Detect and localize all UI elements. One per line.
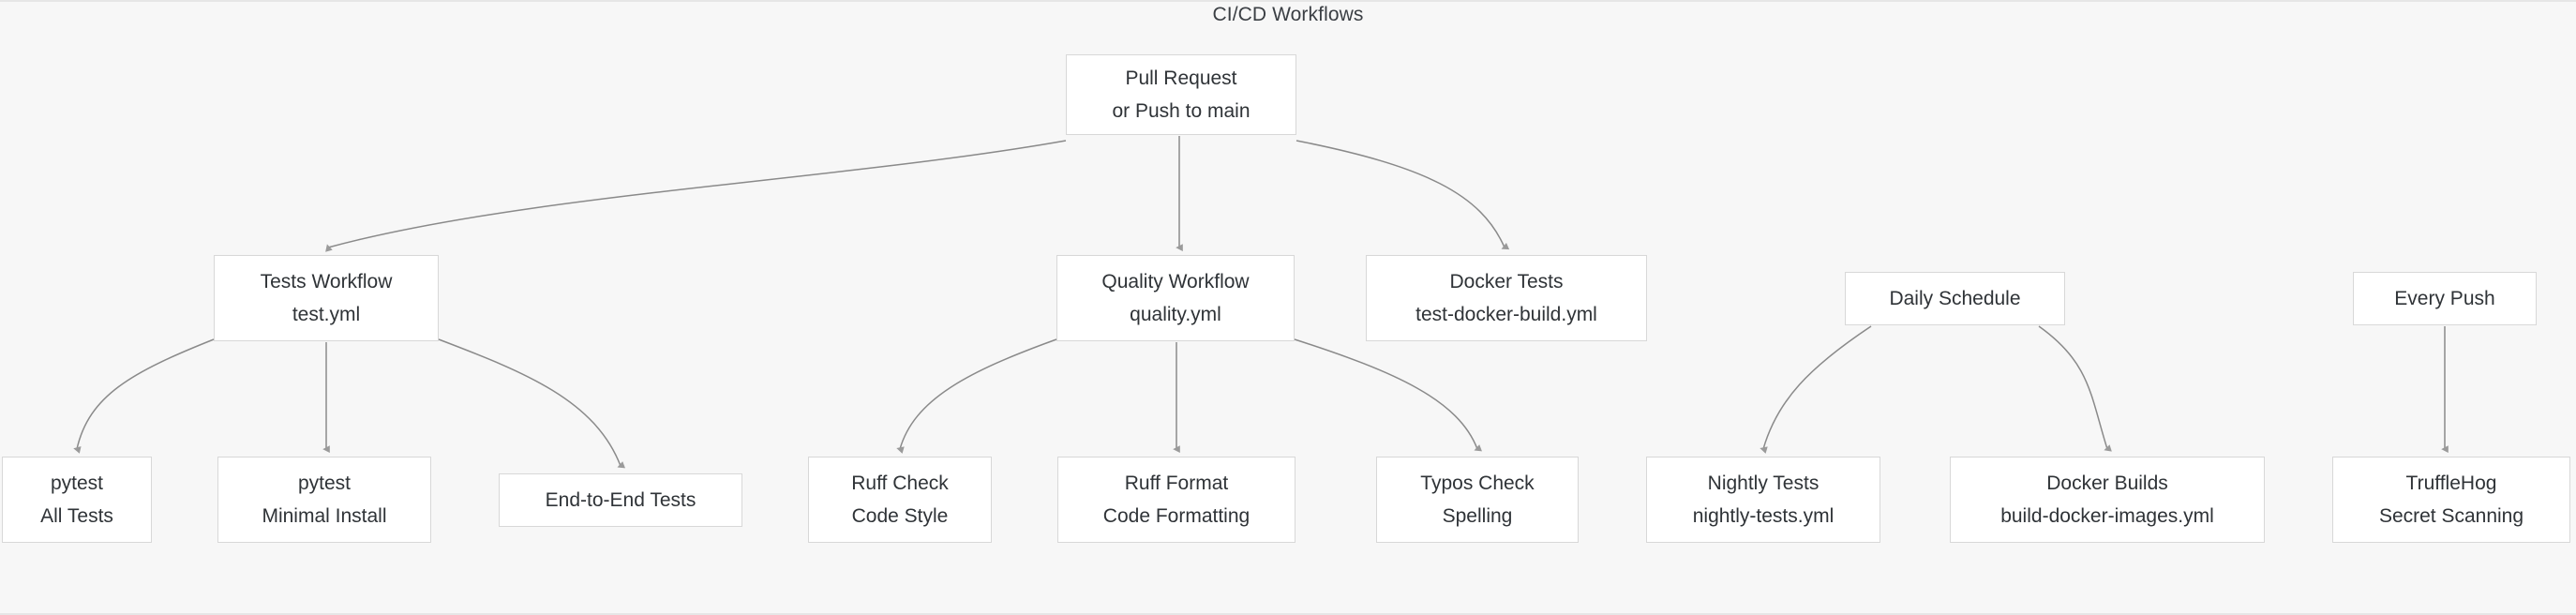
node-label-primary: Nightly Tests <box>1707 472 1820 494</box>
node-label-secondary: All Tests <box>40 505 113 527</box>
node-label-secondary: or Push to main <box>1112 100 1251 122</box>
node-label-primary: Quality Workflow <box>1101 271 1250 292</box>
node-end-to-end-tests[interactable]: End-to-End Tests <box>499 473 742 527</box>
node-label-secondary: test.yml <box>292 304 361 325</box>
node-label-secondary: Code Formatting <box>1102 505 1251 527</box>
node-label-primary: Every Push <box>2394 288 2495 309</box>
node-label-secondary: test-docker-build.yml <box>1415 304 1597 325</box>
node-label-secondary: Code Style <box>851 505 949 527</box>
node-label-primary: TruffleHog <box>2405 472 2497 494</box>
diagram-title: CI/CD Workflows <box>1212 4 1364 25</box>
node-label-primary: Docker Tests <box>1449 271 1564 292</box>
node-docker-builds[interactable]: Docker Builds build-docker-images.yml <box>1950 457 2265 543</box>
node-docker-tests-workflow[interactable]: Docker Tests test-docker-build.yml <box>1366 255 1647 341</box>
node-daily-schedule-trigger[interactable]: Daily Schedule <box>1845 272 2065 325</box>
node-label-primary: Docker Builds <box>2046 472 2168 494</box>
node-every-push-trigger[interactable]: Every Push <box>2353 272 2537 325</box>
node-label-primary: Pull Request <box>1125 68 1237 89</box>
node-pull-request-trigger[interactable]: Pull Request or Push to main <box>1066 54 1296 135</box>
node-label-primary: Typos Check <box>1420 472 1535 494</box>
node-label-primary: Daily Schedule <box>1889 288 2021 309</box>
node-label-primary: Ruff Format <box>1124 472 1229 494</box>
node-label-secondary: nightly-tests.yml <box>1692 505 1835 527</box>
node-label-primary: Tests Workflow <box>260 271 393 292</box>
node-label-secondary: Minimal Install <box>262 505 387 527</box>
node-label-primary: Ruff Check <box>851 472 949 494</box>
node-label-secondary: Secret Scanning <box>2378 505 2524 527</box>
node-nightly-tests[interactable]: Nightly Tests nightly-tests.yml <box>1646 457 1880 543</box>
node-label-secondary: quality.yml <box>1130 304 1221 325</box>
node-label-primary: pytest <box>50 472 104 494</box>
node-label-secondary: Spelling <box>1442 505 1513 527</box>
node-label-primary: pytest <box>297 472 352 494</box>
node-tests-workflow[interactable]: Tests Workflow test.yml <box>214 255 439 341</box>
node-label-primary: End-to-End Tests <box>545 489 696 511</box>
node-label-secondary: build-docker-images.yml <box>2000 505 2214 527</box>
node-quality-workflow[interactable]: Quality Workflow quality.yml <box>1056 255 1295 341</box>
